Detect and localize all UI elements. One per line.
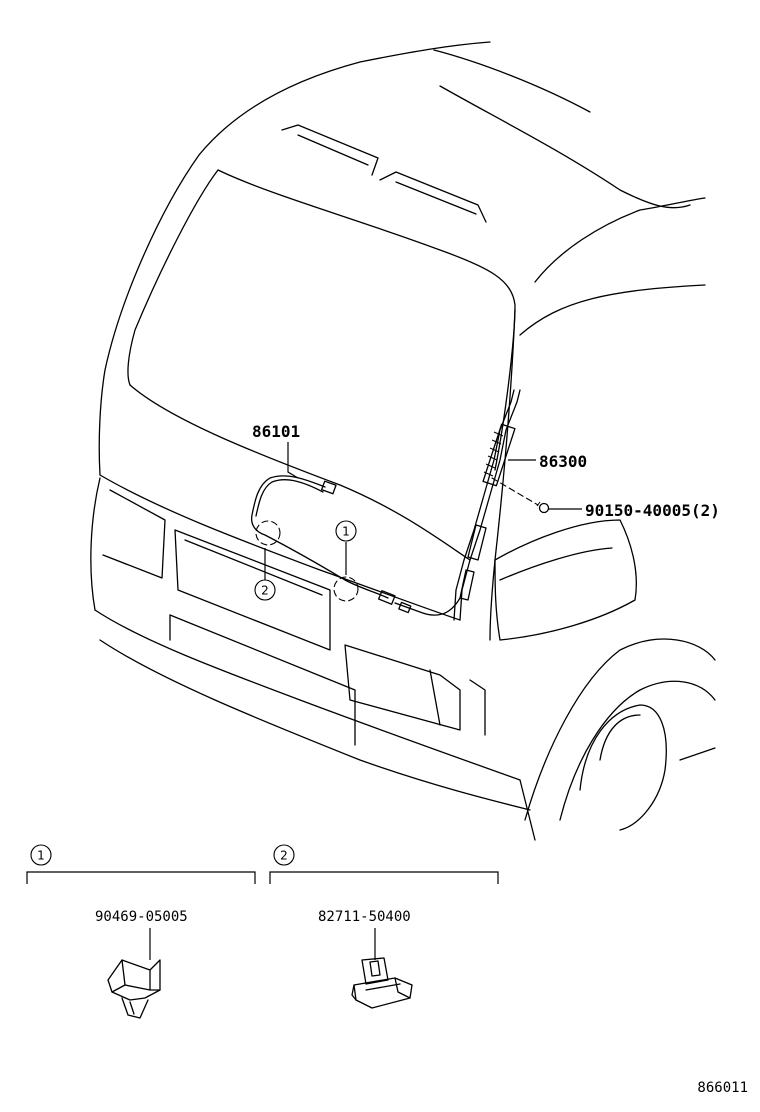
- antenna-cord: [250, 475, 461, 616]
- screw-part: [491, 477, 550, 514]
- label-clamp-part-number: 82711-50400: [318, 909, 411, 925]
- clamp-part: [351, 957, 413, 1009]
- callout-zone-2: [255, 520, 281, 546]
- callout-one-number: 1: [342, 525, 350, 539]
- label-cord-part-number: 86101: [252, 422, 300, 441]
- label-antenna-part-number: 86300: [539, 452, 587, 471]
- label-screw-part-number: 90150-40005(2): [585, 501, 720, 520]
- vehicle-body: [90, 41, 716, 841]
- group1-marker-circle: [30, 844, 52, 866]
- detail-group-1: 1 90469-05005: [26, 844, 256, 1019]
- group1-marker-number: 1: [37, 849, 45, 863]
- clip-part: [107, 959, 161, 1019]
- antenna-assembly: [453, 389, 521, 621]
- label-clip-part-number: 90469-05005: [95, 909, 188, 925]
- callout-zone-1: [333, 576, 359, 602]
- group2-marker-number: 2: [280, 849, 288, 863]
- callout-two-circle: [254, 579, 276, 601]
- detail-group-2: 2 82711-50400: [269, 844, 499, 1009]
- figure-id: 866011: [697, 1080, 748, 1096]
- callout-two-number: 2: [261, 584, 269, 598]
- callout-one-circle: [335, 520, 357, 542]
- group2-marker-circle: [273, 844, 295, 866]
